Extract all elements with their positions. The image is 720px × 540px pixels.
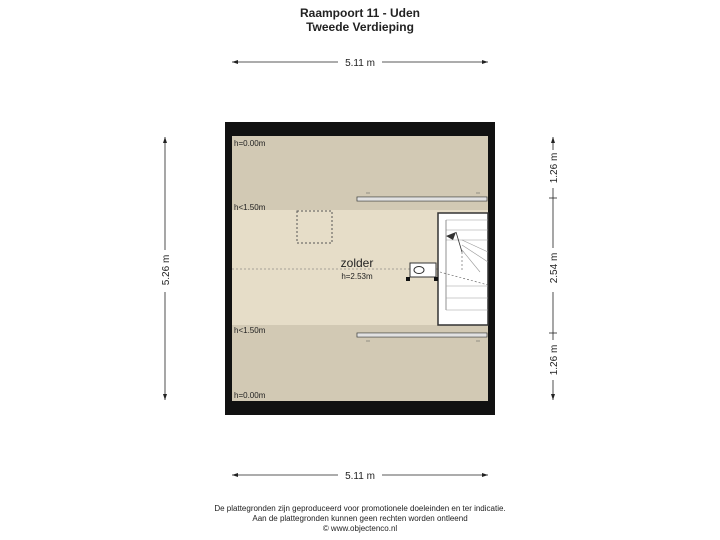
staircase (437, 212, 489, 326)
bottom-width-label: 5.11 m (345, 471, 375, 482)
left-dimension: 5.26 m (161, 137, 172, 400)
right-bottom-label: 1.26 m (549, 345, 560, 376)
bottom-dimension: 5.11 m (232, 471, 488, 482)
copyright: © www.objectenco.nl (322, 524, 398, 533)
knee-wall-top (356, 192, 488, 202)
right-middle-label: 2.54 m (549, 253, 560, 284)
knee-wall-bottom (356, 332, 488, 342)
boiler-unit (406, 262, 438, 281)
skylight (296, 210, 333, 244)
room-name: zolder (341, 256, 374, 270)
height-zero-bottom-label: h=0.00m (234, 391, 266, 400)
disclaimer-line-1: De plattegronden zijn geproduceerd voor … (214, 504, 506, 513)
low-ceiling-area-bottom (232, 325, 488, 401)
height-limit-top-label: h<1.50m (234, 203, 266, 212)
disclaimer-line-2: Aan de plattegronden kunnen geen rechten… (252, 514, 468, 523)
floor-subtitle: Tweede Verdieping (306, 20, 414, 34)
room-height: h=2.53m (341, 272, 373, 281)
height-limit-bottom-label: h<1.50m (234, 326, 266, 335)
left-height-label: 5.26 m (161, 255, 172, 286)
plan-title: Raampoort 11 - Uden (299, 6, 421, 20)
height-zero-top-label: h=0.00m (234, 139, 266, 148)
right-top-label: 1.26 m (549, 153, 560, 184)
top-dimension: 5.11 m (232, 58, 488, 69)
top-width-label: 5.11 m (345, 58, 375, 69)
right-dimensions: 1.26 m 2.54 m 1.26 m (549, 137, 560, 400)
